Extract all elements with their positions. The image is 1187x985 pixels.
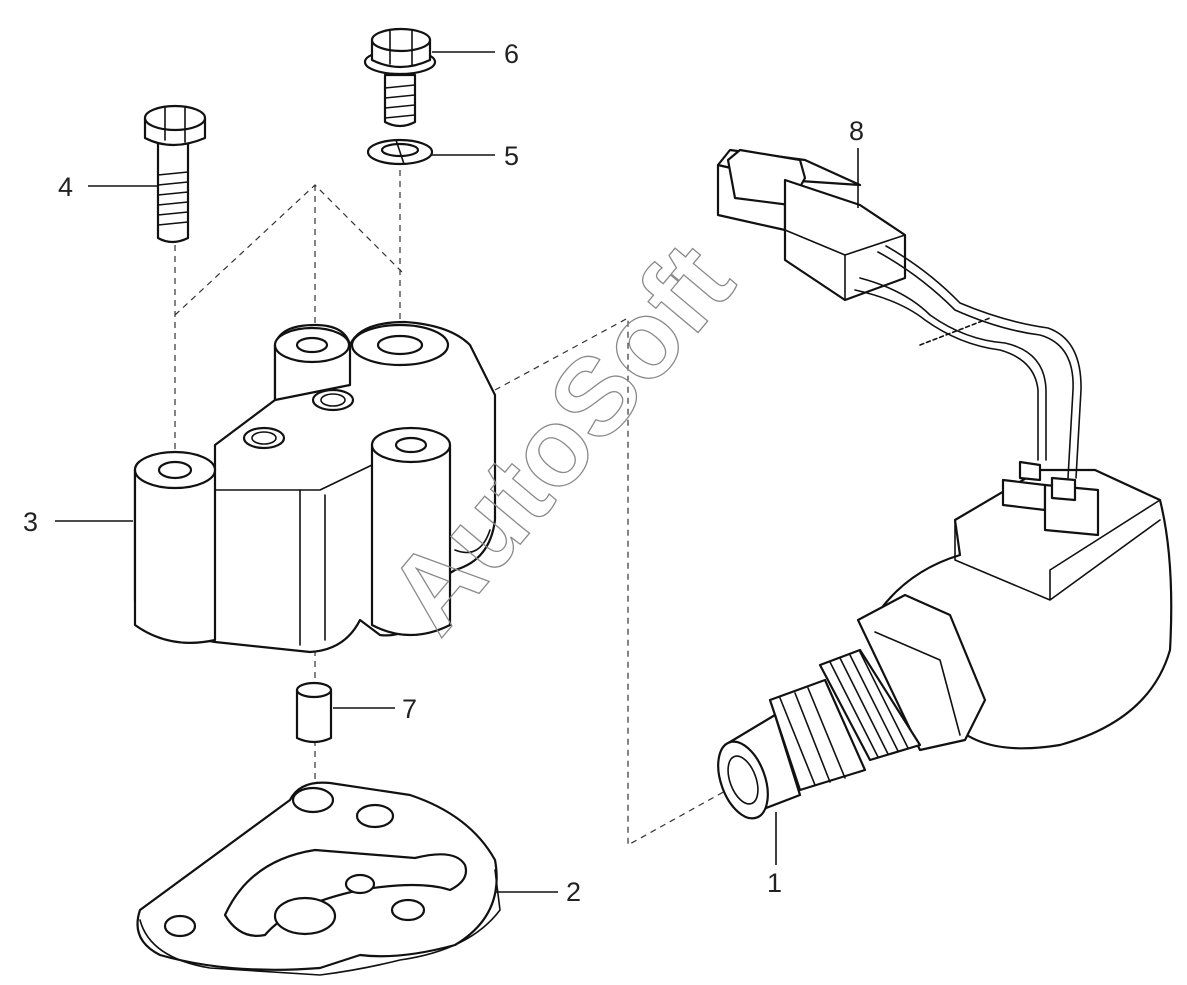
- callout-8: 8: [849, 116, 864, 146]
- lock-washer: [366, 138, 434, 166]
- callout-3: 3: [23, 507, 38, 537]
- dowel-pin: [295, 681, 333, 744]
- leader-lines: [55, 51, 859, 893]
- solenoid-valve: [717, 460, 1173, 820]
- callout-4: 4: [58, 172, 73, 202]
- callout-5: 5: [504, 141, 519, 171]
- valve-housing: [133, 320, 497, 654]
- callout-6: 6: [504, 39, 519, 69]
- hex-bolt: [143, 104, 207, 244]
- base-plate: [136, 781, 501, 976]
- callout-7: 7: [402, 694, 417, 724]
- wire-harness-connector: [716, 148, 1082, 479]
- callout-1: 1: [767, 868, 782, 898]
- flange-bolt: [363, 27, 437, 128]
- callout-2: 2: [566, 877, 581, 907]
